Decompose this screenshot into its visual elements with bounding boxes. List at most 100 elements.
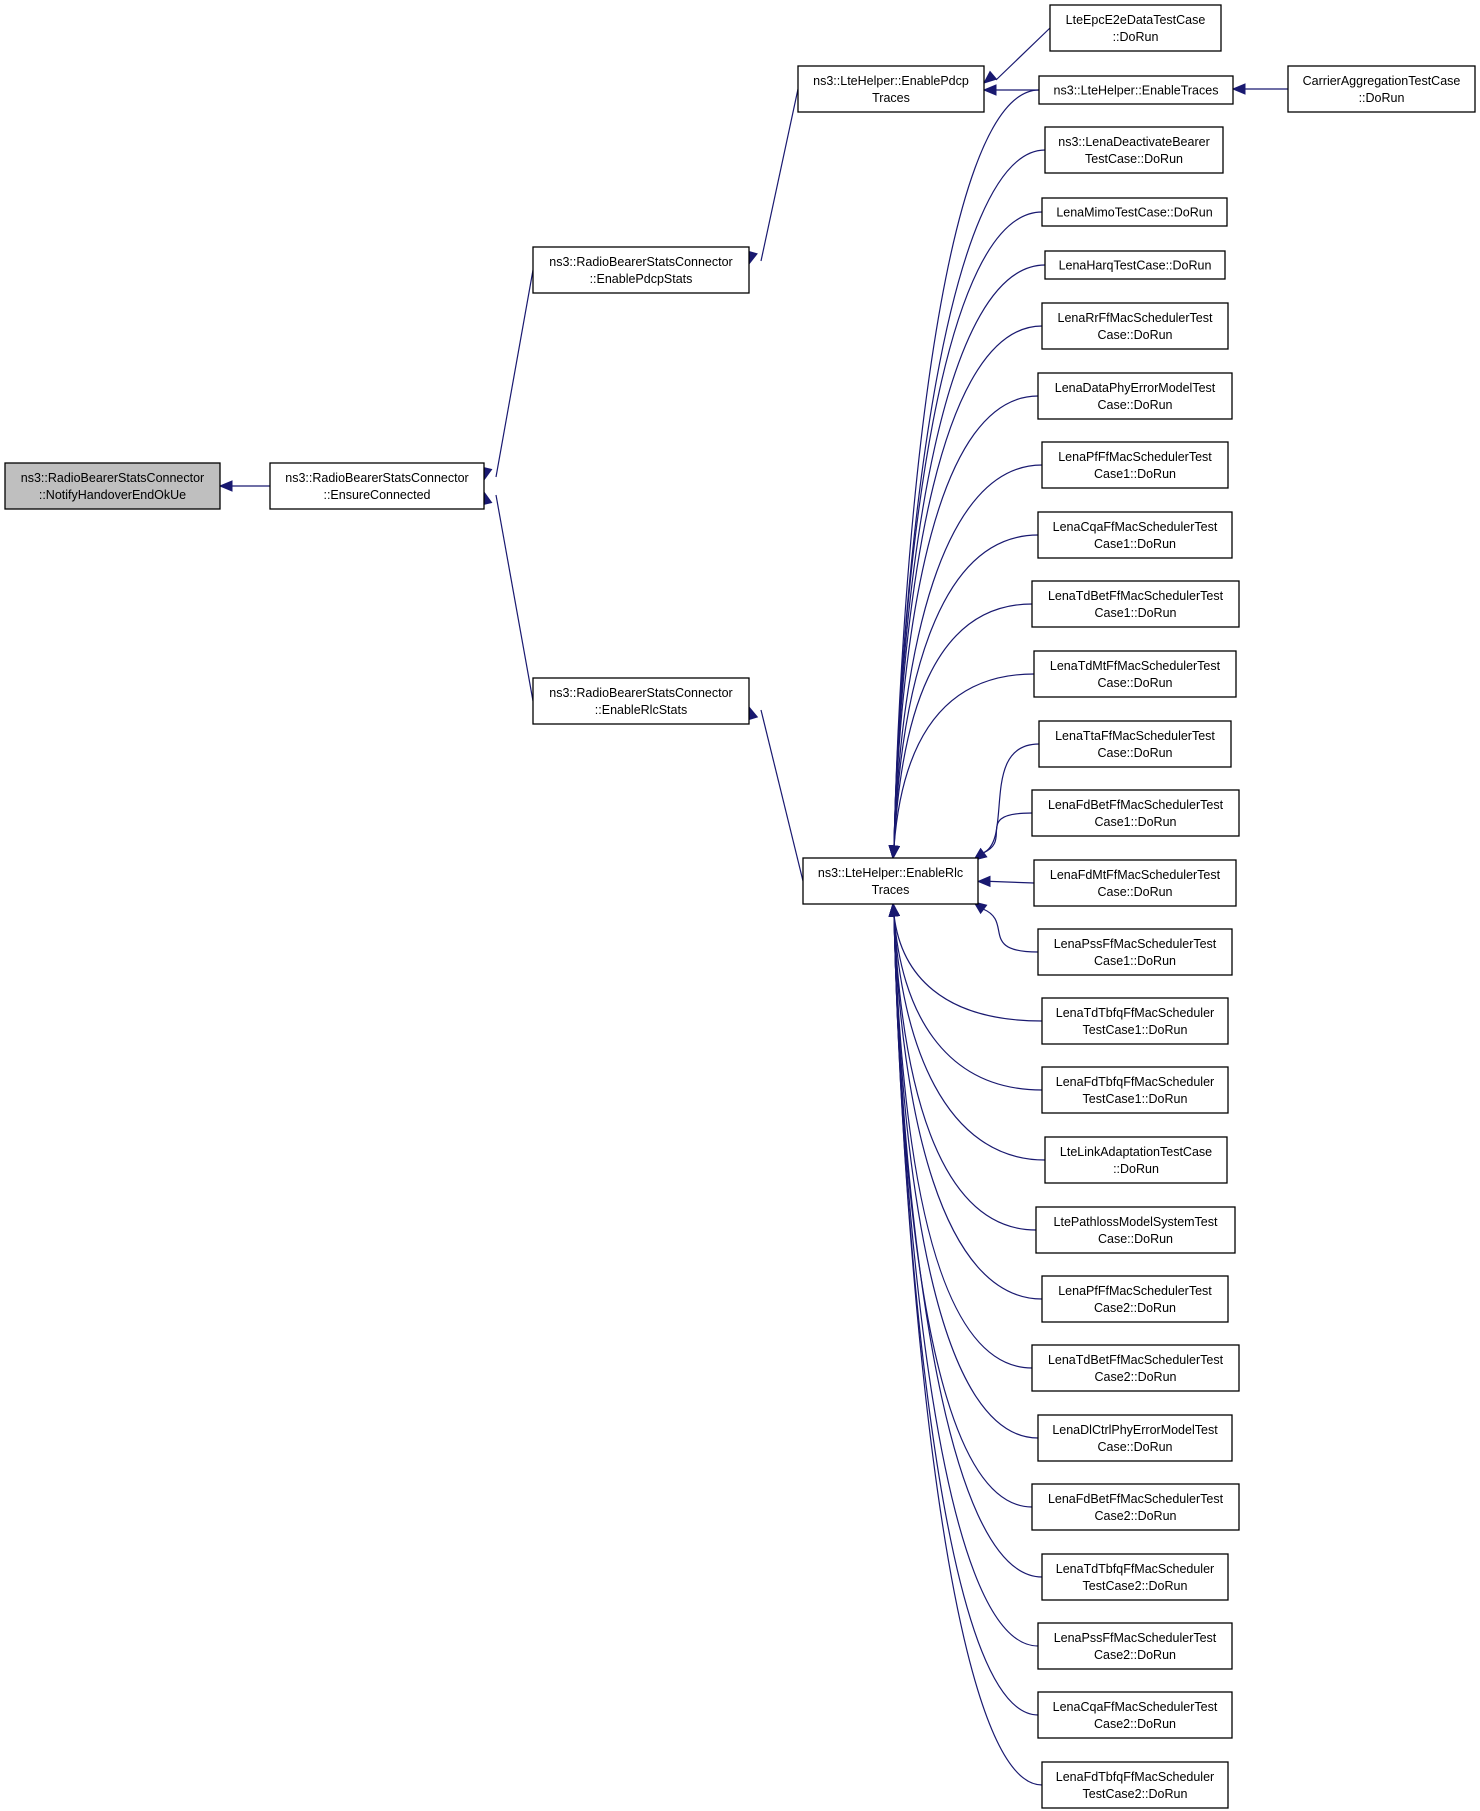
edges-layer bbox=[218, 27, 1288, 1786]
edge-t7-to-rlctraces bbox=[893, 534, 1039, 848]
node-label-line: ns3::LteHelper::EnablePdcp bbox=[813, 74, 969, 88]
node-box bbox=[1041, 197, 1228, 227]
node-label-line: Case::DoRun bbox=[1097, 746, 1172, 760]
node-label-line: LenaPssFfMacSchedulerTest bbox=[1054, 1631, 1217, 1645]
node-rlcstats[interactable]: ns3::RadioBearerStatsConnector::EnableRl… bbox=[532, 677, 750, 725]
node-label-line: LtePathlossModelSystemTest bbox=[1054, 1215, 1218, 1229]
node-box bbox=[1041, 302, 1229, 350]
node-label-line: LenaHarqTestCase::DoRun bbox=[1059, 259, 1212, 273]
node-label-line: TestCase2::DoRun bbox=[1083, 1579, 1188, 1593]
node-box bbox=[1041, 1275, 1229, 1323]
edge-t16-to-rlctraces bbox=[893, 914, 1046, 1161]
node-label-line: LteEpcE2eDataTestCase bbox=[1066, 13, 1206, 27]
edge-t18-to-rlctraces bbox=[893, 914, 1043, 1300]
edge-t24-to-rlctraces bbox=[893, 914, 1039, 1716]
node-label-line: LenaFdTbfqFfMacScheduler bbox=[1056, 1075, 1214, 1089]
node-t2[interactable]: LenaMimoTestCase::DoRun bbox=[1041, 197, 1228, 227]
edge-t17-to-rlctraces bbox=[893, 914, 1037, 1231]
node-t3[interactable]: LenaHarqTestCase::DoRun bbox=[1044, 250, 1226, 280]
node-box bbox=[1044, 126, 1224, 174]
node-label-line: Traces bbox=[872, 883, 910, 897]
node-label-line: ns3::RadioBearerStatsConnector bbox=[21, 471, 204, 485]
node-box bbox=[1038, 720, 1232, 768]
node-box bbox=[1038, 75, 1234, 105]
node-box bbox=[1041, 997, 1229, 1045]
node-box bbox=[4, 462, 221, 510]
edge-t21-to-rlctraces bbox=[893, 914, 1033, 1508]
node-label-line: LenaTdTbfqFfMacScheduler bbox=[1056, 1562, 1214, 1576]
node-label-line: ::NotifyHandoverEndOkUe bbox=[39, 488, 186, 502]
node-box bbox=[1031, 1344, 1240, 1392]
node-label-line: ns3::RadioBearerStatsConnector bbox=[549, 255, 732, 269]
edge-t12-to-rlctraces bbox=[989, 880, 1035, 884]
node-label-line: TestCase1::DoRun bbox=[1083, 1023, 1188, 1037]
node-label-line: ::EnsureConnected bbox=[323, 488, 430, 502]
edge-t1-to-rlctraces bbox=[893, 149, 1046, 848]
node-label-line: TestCase::DoRun bbox=[1085, 152, 1183, 166]
node-label-line: LenaMimoTestCase::DoRun bbox=[1056, 206, 1212, 220]
node-label-line: ns3::LteHelper::EnableTraces bbox=[1054, 84, 1219, 98]
node-box bbox=[532, 246, 750, 294]
node-box bbox=[1033, 859, 1237, 907]
node-box bbox=[1037, 1622, 1233, 1670]
node-label-line: ::DoRun bbox=[1359, 91, 1405, 105]
node-box bbox=[1031, 789, 1240, 837]
node-label-line: LenaPfFfMacSchedulerTest bbox=[1058, 450, 1212, 464]
node-label-line: Traces bbox=[872, 91, 910, 105]
node-box bbox=[1037, 1414, 1233, 1462]
edge-t13-to-rlctraces-arrowhead bbox=[972, 901, 988, 915]
node-enabletraces[interactable]: ns3::LteHelper::EnableTraces bbox=[1038, 75, 1234, 105]
edge-t23-to-rlctraces bbox=[893, 914, 1039, 1647]
node-label-line: ns3::LenaDeactivateBearer bbox=[1058, 135, 1209, 149]
node-label-line: LenaCqaFfMacSchedulerTest bbox=[1053, 520, 1218, 534]
node-label-line: CarrierAggregationTestCase bbox=[1303, 74, 1461, 88]
node-box bbox=[1031, 1483, 1240, 1531]
node-box bbox=[1041, 1553, 1229, 1601]
edge-t15-to-rlctraces bbox=[893, 914, 1043, 1091]
node-ensure[interactable]: ns3::RadioBearerStatsConnector::EnsureCo… bbox=[269, 462, 485, 510]
node-pdcpstats[interactable]: ns3::RadioBearerStatsConnector::EnablePd… bbox=[532, 246, 750, 294]
node-box bbox=[532, 677, 750, 725]
node-label-line: Case::DoRun bbox=[1097, 1440, 1172, 1454]
node-label-line: ::EnableRlcStats bbox=[595, 703, 687, 717]
node-box bbox=[1049, 4, 1222, 52]
node-carrier[interactable]: CarrierAggregationTestCase::DoRun bbox=[1287, 65, 1476, 113]
node-epce2e[interactable]: LteEpcE2eDataTestCase::DoRun bbox=[1049, 4, 1222, 52]
edge-t12-to-rlctraces-arrowhead bbox=[976, 875, 991, 888]
edge-rlctraces-to-rlcstats bbox=[760, 709, 804, 882]
node-box bbox=[1033, 650, 1237, 698]
node-t16[interactable]: LteLinkAdaptationTestCase::DoRun bbox=[1044, 1136, 1228, 1184]
node-box bbox=[1031, 580, 1240, 628]
node-root[interactable]: ns3::RadioBearerStatsConnector::NotifyHa… bbox=[4, 462, 221, 510]
node-box bbox=[1037, 1691, 1233, 1739]
edge-t8-to-rlctraces bbox=[893, 603, 1033, 848]
node-label-line: ns3::RadioBearerStatsConnector bbox=[549, 686, 732, 700]
edge-ensure-to-root-arrowhead bbox=[218, 480, 233, 492]
node-box bbox=[269, 462, 485, 510]
edge-t25-to-rlctraces-arrowhead bbox=[888, 902, 900, 918]
